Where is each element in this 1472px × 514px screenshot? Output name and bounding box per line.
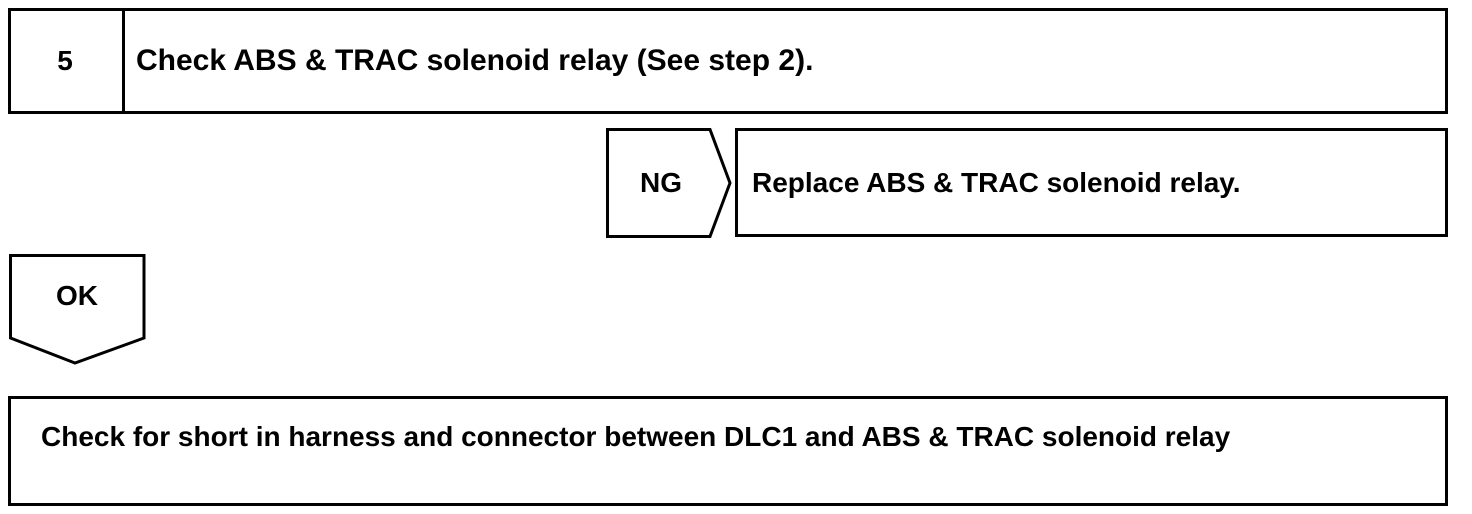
ng-action-text: Replace ABS & TRAC solenoid relay. [752,166,1241,198]
ng-label: NG [640,167,682,198]
ok-arrow-shape [9,254,146,365]
next-action-box: Check for short in harness and connector… [8,396,1448,506]
ok-label: OK [56,280,98,311]
ng-arrow-shape [606,128,732,238]
next-action-text: Check for short in harness and connector… [41,421,1231,452]
step-box [8,8,1448,114]
step-number: 5 [8,8,125,114]
step-title: Check ABS & TRAC solenoid relay (See ste… [136,44,814,77]
ng-action-box: Replace ABS & TRAC solenoid relay. [735,128,1448,237]
